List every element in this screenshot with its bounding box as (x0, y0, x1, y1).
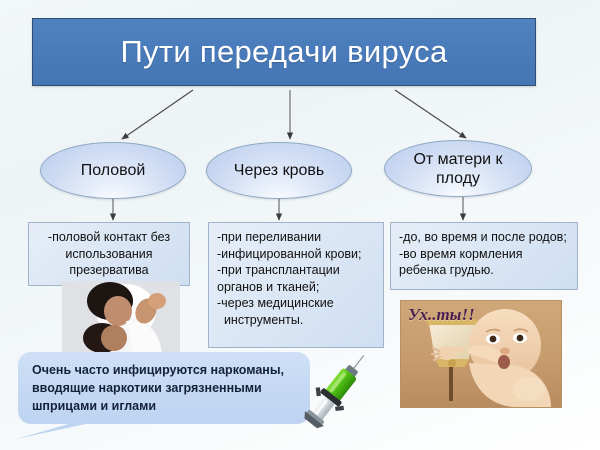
bubble-tail (16, 414, 132, 439)
detail-line: инструменты. (217, 312, 304, 327)
detail-line: презерватива (69, 263, 149, 277)
connector-arrow-right (394, 89, 467, 139)
detail-box-sexual: -половой контакт без использования презе… (28, 222, 190, 286)
node-blood-transmission[interactable]: Через кровь (206, 142, 352, 199)
detail-line: -половой контакт без (47, 230, 171, 244)
detail-box-blood: -при переливании -инфицированной крови; … (208, 222, 384, 348)
bubble-line: Очень часто инфицируются наркоманы, (32, 363, 284, 377)
node-label: От матери к плоду (413, 150, 503, 187)
surprised-baby-photo: Ух..ты!! (400, 300, 562, 408)
bubble-line: вводящие наркотики загрязненными (32, 381, 262, 395)
detail-line: -во время кормления (399, 246, 523, 261)
bubble-line: шприцами и иглами (32, 399, 157, 413)
connector-arrow-left (121, 89, 194, 140)
detail-line: -инфицированной крови; (217, 246, 362, 261)
node-label: Через кровь (233, 162, 325, 179)
node-label: Половой (80, 162, 146, 179)
detail-line: -до, во время и после родов; (399, 230, 567, 244)
detail-line: -при трансплантации (217, 263, 340, 277)
detail-box-mother: -до, во время и после родов; -во время к… (390, 222, 578, 290)
page-title: Пути передачи вируса (120, 34, 448, 69)
detail-line: органов и тканей; (217, 279, 320, 294)
detail-line: использования (65, 246, 153, 261)
slide-title-banner: Пути передачи вируса (32, 18, 536, 86)
green-syringe-illustration (304, 355, 365, 429)
baby-photo-caption: Ух..ты!! (408, 305, 475, 324)
detail-line: -при переливании (217, 230, 322, 244)
node-mother-to-fetus-transmission[interactable]: От матери к плоду (384, 140, 532, 197)
detail-line: -через медицинские (217, 296, 334, 310)
node-sexual-transmission[interactable]: Половой (40, 142, 186, 199)
detail-line: ребенка грудью. (399, 263, 494, 277)
drug-users-note-bubble: Очень часто инфицируются наркоманы, ввод… (18, 352, 310, 424)
couple-embracing-photo (62, 281, 180, 355)
